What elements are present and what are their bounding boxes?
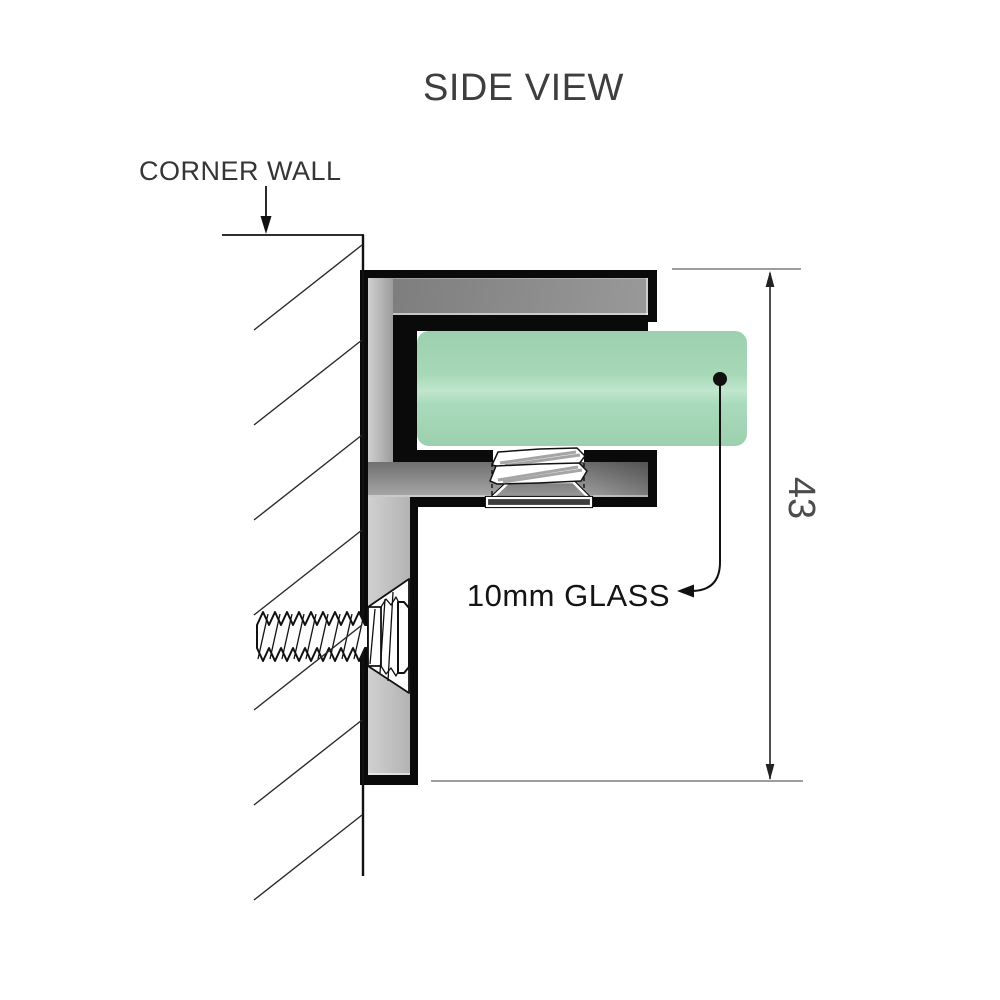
gasket-base: [485, 496, 593, 508]
screw-funnel-teeth-bottom: [380, 665, 400, 677]
dimension-arrow-bottom: [765, 764, 775, 780]
channel-floor-left: [417, 450, 493, 462]
corner-wall-label: CORNER WALL: [139, 156, 342, 186]
screw-head: [397, 601, 410, 674]
bracket-bottom-border-right: [590, 497, 657, 507]
screw: [256, 578, 410, 694]
bracket-top-arm: [368, 278, 648, 315]
bracket-web: [368, 278, 393, 462]
glass-leader-arrow: [677, 584, 694, 598]
gasket-coil-1-stripes: [499, 450, 581, 467]
glass-callout-label: 10mm GLASS: [466, 578, 670, 613]
bracket-top-right-border: [648, 270, 657, 322]
gasket-coil-2-stripes: [497, 465, 583, 484]
bracket-top-border: [363, 270, 657, 278]
leg-right-border: [410, 507, 418, 785]
channel-floor-right: [584, 450, 648, 462]
glass-leader: [677, 372, 727, 598]
glass-leader-line: [681, 385, 721, 592]
channel-top-border: [393, 315, 648, 331]
glass-panel: [417, 331, 747, 446]
dimension: [431, 268, 803, 782]
dimension-arrow-top: [765, 271, 775, 287]
glass-dot-marker: [713, 372, 727, 386]
channel-left-wall: [393, 315, 417, 462]
gasket: [484, 447, 595, 509]
bracket-bottom-border-left: [410, 497, 488, 507]
corner-wall-arrow: [260, 186, 272, 234]
screw-funnel-teeth-top: [380, 596, 400, 608]
bracket-lower-right-border: [648, 450, 657, 507]
page-title: SIDE VIEW: [423, 67, 624, 109]
wall-hatch-lines: [253, 244, 363, 901]
leg-bottom-cap: [360, 775, 418, 785]
screw-hole-threads: [369, 591, 394, 682]
